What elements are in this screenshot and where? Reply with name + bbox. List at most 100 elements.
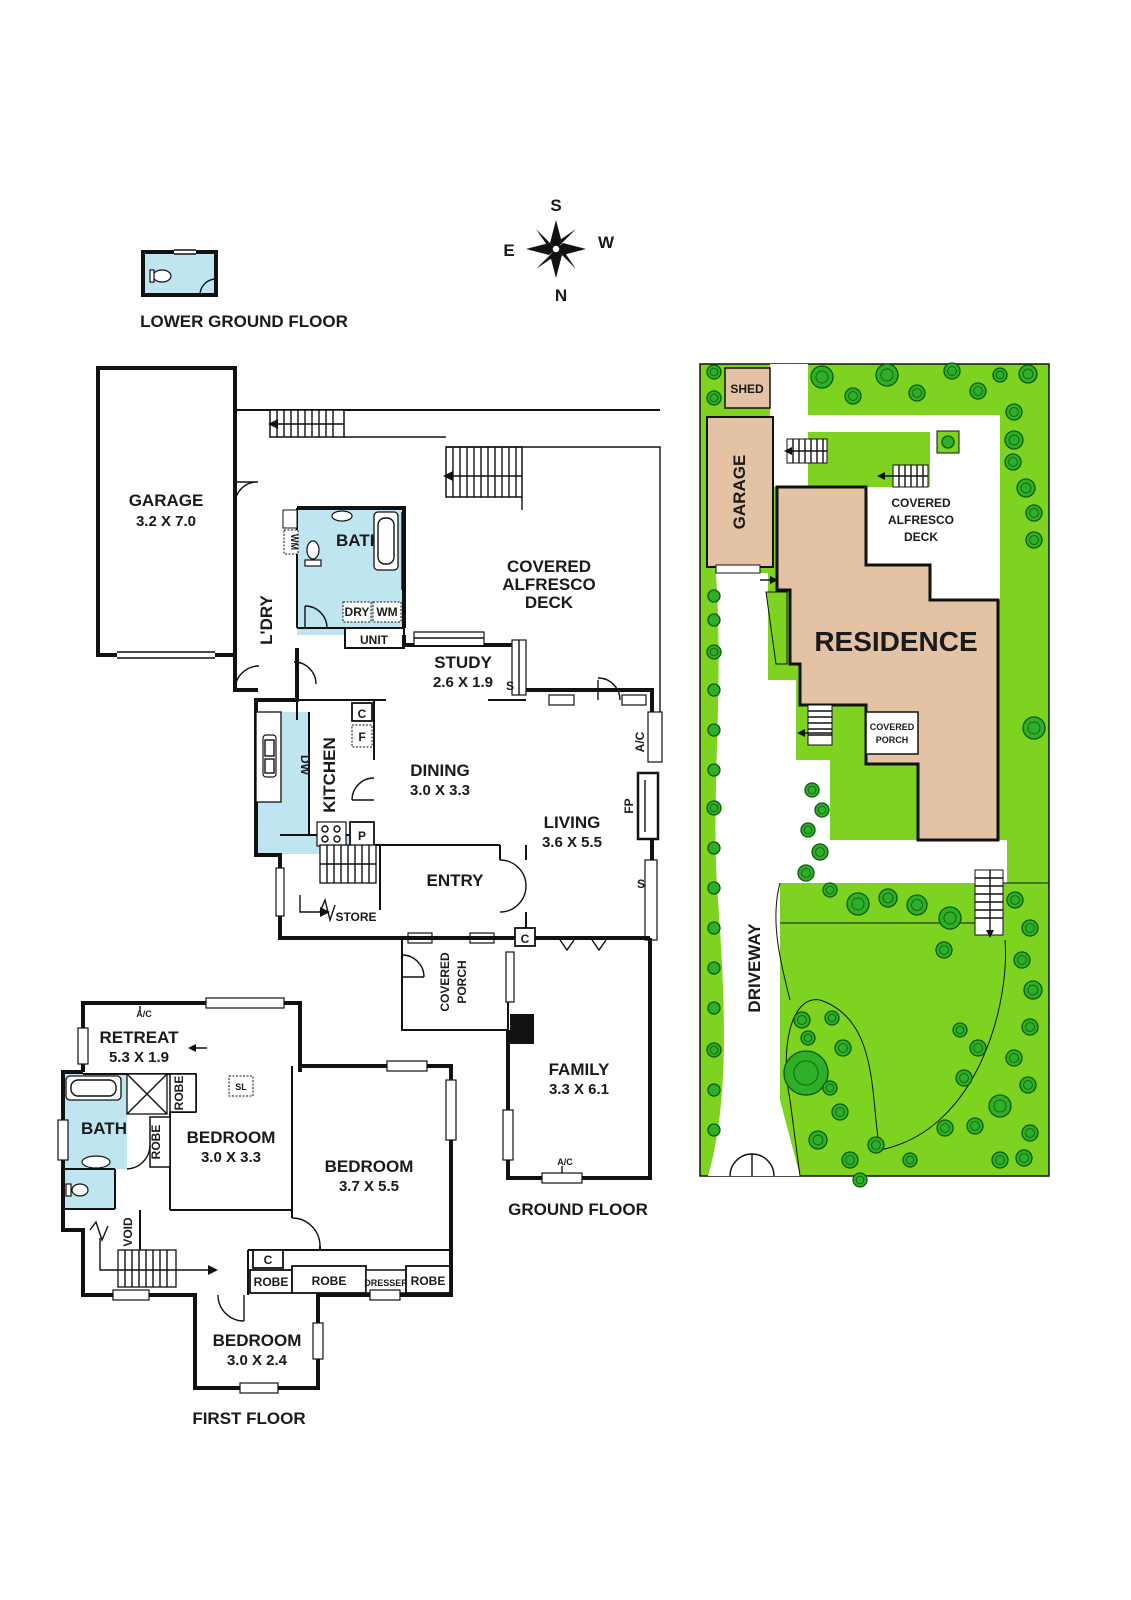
tree-inner (825, 885, 835, 895)
bedroom-3-name: BEDROOM (213, 1331, 302, 1350)
tree (943, 362, 961, 380)
tree (706, 364, 722, 380)
ground-floor-plan: GARAGE 3.2 X 7.0 BATH WM DRY WM UNIT (96, 366, 663, 1219)
tree (831, 1103, 849, 1121)
tree-inner (1010, 895, 1020, 905)
laundry-label: L'DRY (257, 595, 276, 645)
kitchen-f-label: F (358, 730, 365, 744)
entry-label: ENTRY (427, 871, 485, 890)
site-alfresco-line-3: DECK (904, 530, 938, 544)
tree (811, 843, 829, 861)
stairs-internal (299, 844, 377, 923)
site-porch-line-2: PORCH (876, 735, 909, 745)
tree-inner (995, 370, 1005, 380)
first-floor-plan: A/C RETREAT 5.3 X 1.9 ROBE ROBE ROBE ROB… (57, 997, 457, 1428)
robe-4-label: ROBE (312, 1274, 347, 1288)
tree (707, 961, 721, 975)
tree-inner (1017, 955, 1027, 965)
kitchen-label: KITCHEN (320, 737, 339, 813)
site-plan: SHED GARAGE RESIDENCE COVERED PORCH COVE… (699, 362, 1050, 1188)
tree (969, 382, 987, 400)
tree (707, 723, 721, 737)
tree (955, 1069, 973, 1087)
tree (707, 1083, 721, 1097)
tree-inner (880, 368, 894, 382)
tree (814, 802, 830, 818)
bedroom-3-dim: 3.0 X 2.4 (227, 1352, 288, 1369)
wm-label: WM (289, 534, 299, 550)
site-garage-label: GARAGE (730, 455, 749, 530)
living-dim: 3.6 X 5.5 (542, 834, 602, 851)
driveway-label: DRIVEWAY (745, 923, 764, 1013)
tree-inner (940, 1123, 950, 1133)
compass-w: W (598, 233, 615, 252)
tree (707, 1001, 721, 1015)
first-c-label: C (264, 1253, 273, 1267)
tree-inner (912, 388, 922, 398)
bedroom-1-dim: 3.0 X 3.3 (201, 1149, 261, 1166)
tree-inner (812, 1134, 824, 1146)
tree-inner (1027, 984, 1039, 996)
tree (706, 800, 722, 816)
dry-label: DRY (345, 605, 370, 619)
tree-inner (1022, 368, 1034, 380)
tree-inner (835, 1107, 845, 1117)
tree (878, 888, 898, 908)
tree-inner (939, 945, 949, 955)
residence-label: RESIDENCE (814, 626, 977, 657)
dining-dim: 3.0 X 3.3 (410, 782, 470, 799)
family-c-label: C (521, 932, 530, 946)
tree-inner (947, 366, 957, 376)
tree-inner (1027, 721, 1041, 735)
tree (969, 1039, 987, 1057)
tree-inner (1025, 1128, 1035, 1138)
retreat-dim: 5.3 X 1.9 (109, 1049, 169, 1066)
study-dim: 2.6 X 1.9 (433, 674, 493, 691)
tree-inner (817, 805, 827, 815)
tree-inner (973, 386, 983, 396)
tree (952, 1022, 968, 1038)
tree-inner (709, 647, 719, 657)
site-shed-label: SHED (730, 382, 764, 396)
lower-ground-floor-label: LOWER GROUND FLOOR (140, 312, 348, 331)
tree (707, 841, 721, 855)
compass-rose: S E W N (503, 196, 615, 305)
tree (1021, 1124, 1039, 1142)
tree (1006, 891, 1024, 909)
tree (822, 882, 838, 898)
compass-n: N (555, 286, 567, 305)
tree (797, 864, 815, 882)
stairs-deck (443, 446, 523, 498)
tree-inner (815, 847, 825, 857)
stairs-upper (268, 409, 345, 438)
tree (706, 644, 722, 660)
tree-inner (1009, 407, 1019, 417)
tree-inner (905, 1155, 915, 1165)
tree (800, 1030, 816, 1046)
compass-e: E (503, 241, 514, 260)
tree-inner (825, 1083, 835, 1093)
tree-inner (1008, 434, 1020, 446)
tree-inner (1009, 1053, 1019, 1063)
dining-name: DINING (410, 761, 470, 780)
tree-inner (709, 393, 719, 403)
tree (707, 921, 721, 935)
garage-name: GARAGE (129, 491, 204, 510)
tree-inner (995, 1155, 1005, 1165)
tree-inner (1025, 1022, 1035, 1032)
tree (966, 1117, 984, 1135)
tree (908, 384, 926, 402)
site-alfresco-line-2: ALFRESCO (888, 513, 954, 527)
ground-floor-label: GROUND FLOOR (508, 1200, 648, 1219)
family-dim: 3.3 X 6.1 (549, 1081, 609, 1098)
tree (906, 894, 928, 916)
tree-inner (1020, 482, 1032, 494)
tree (1025, 504, 1043, 522)
site-alfresco-line-1: COVERED (891, 496, 951, 510)
tree-inner (1019, 1153, 1029, 1163)
tree-inner (709, 367, 719, 377)
tree (1016, 478, 1036, 498)
garage-room (96, 366, 237, 657)
tree-inner (973, 1043, 983, 1053)
